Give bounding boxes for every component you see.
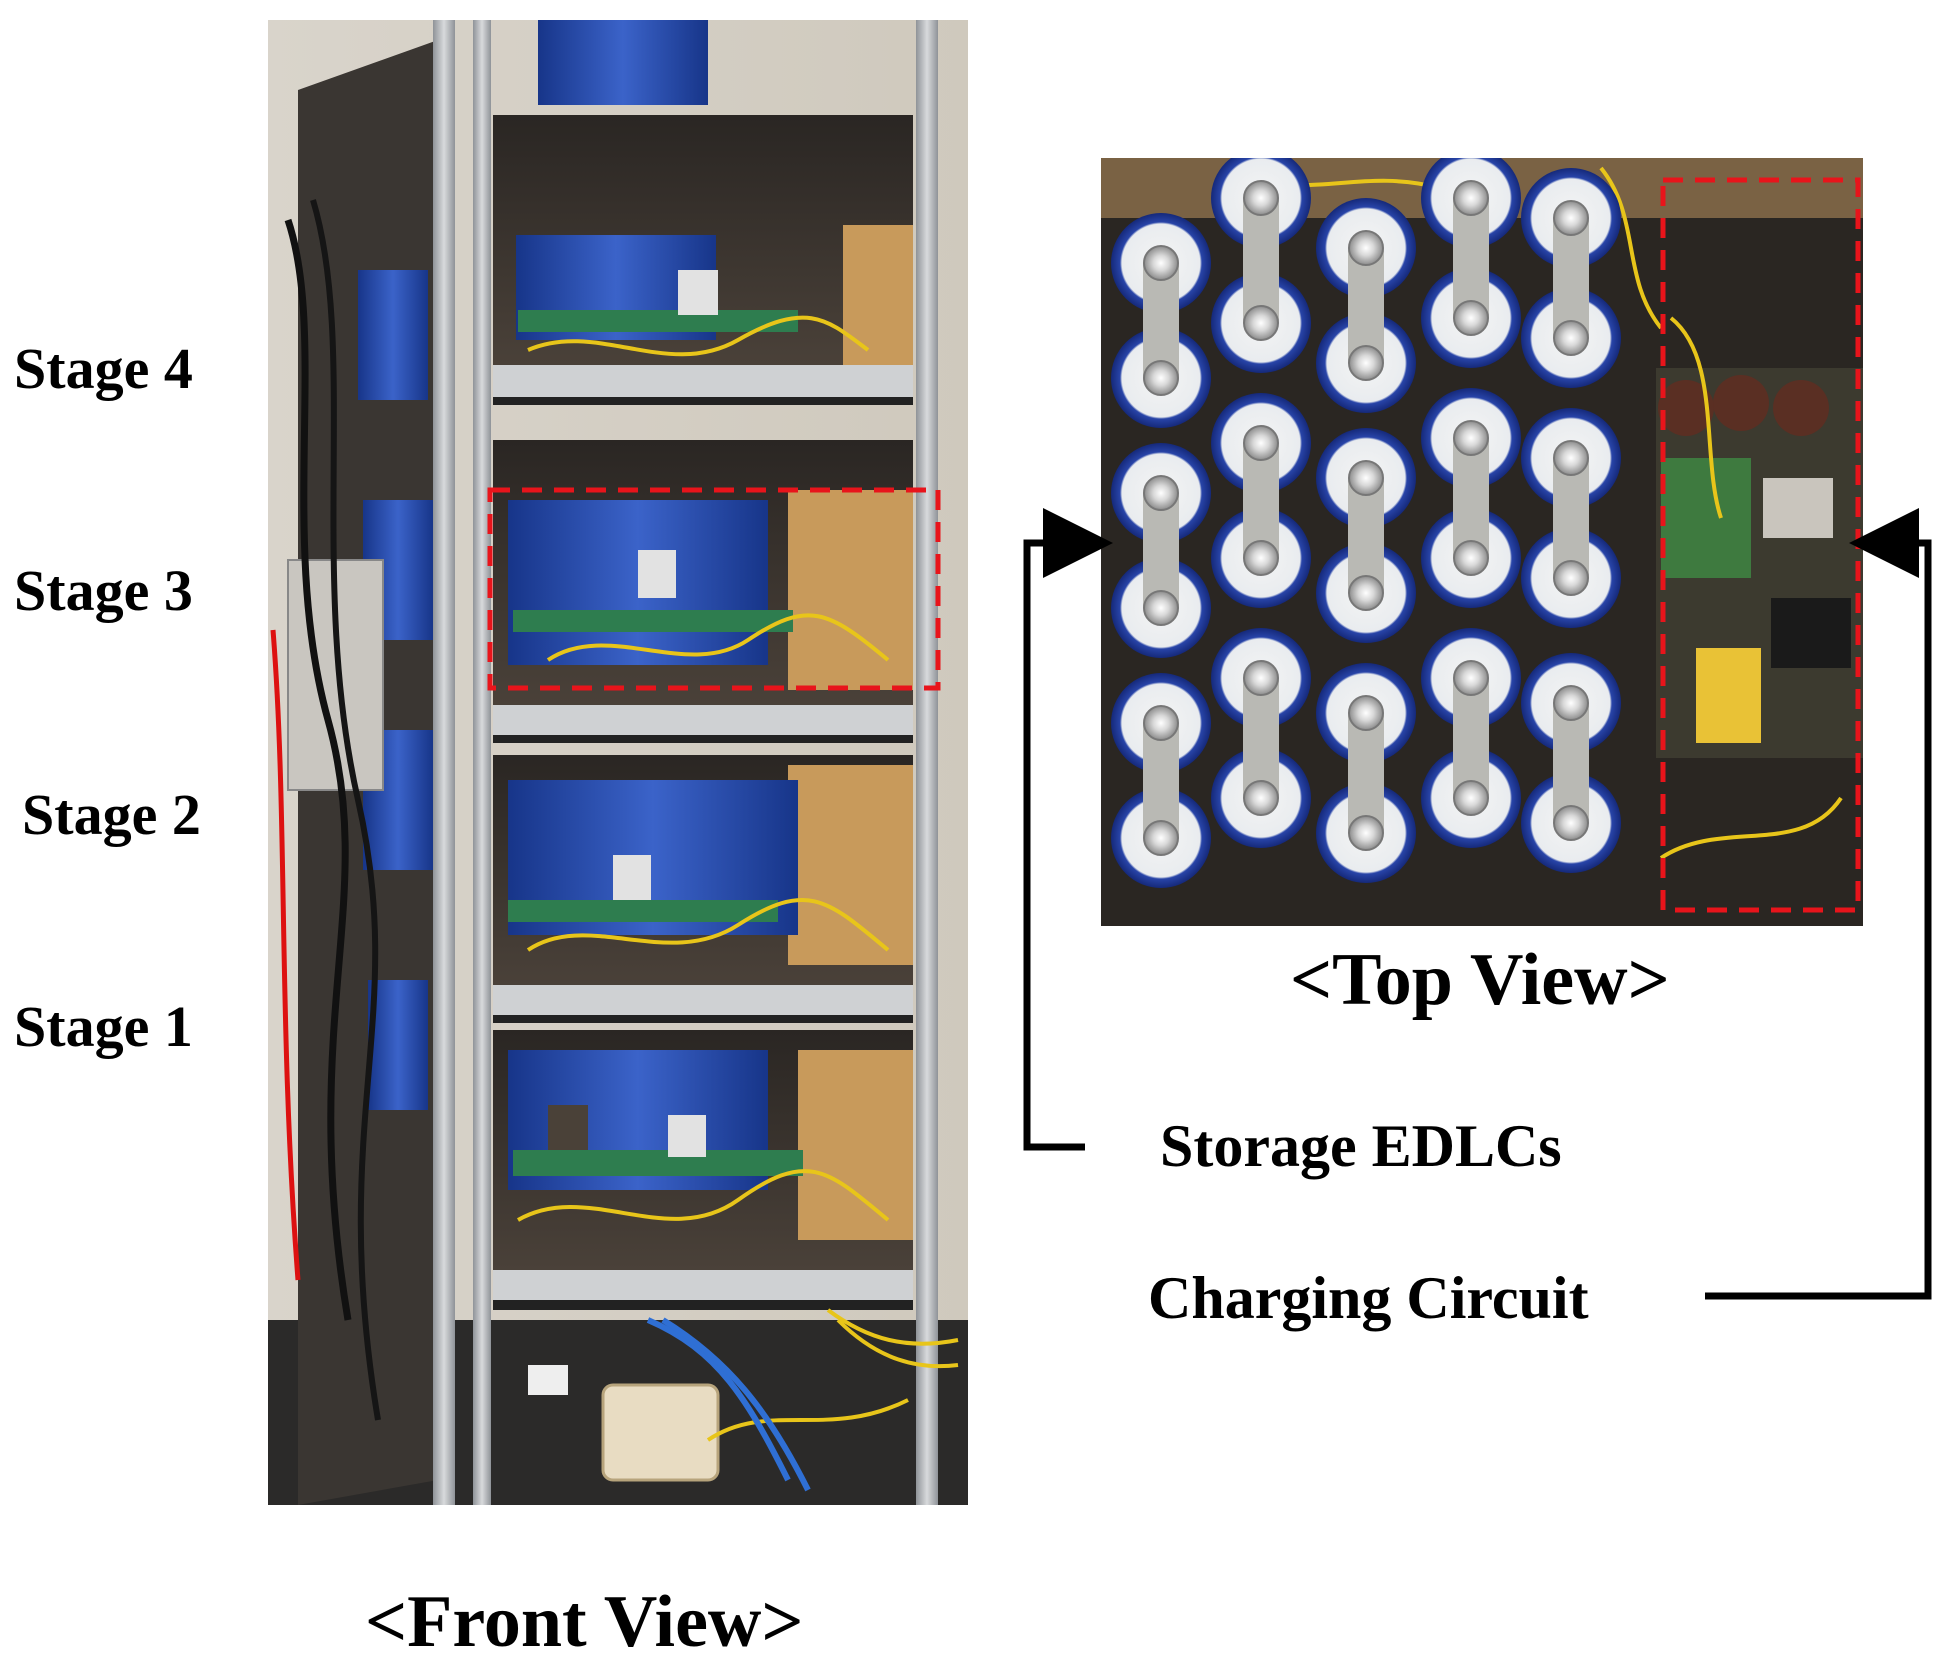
busbar-link [1143,493,1179,608]
busbar-link [1143,723,1179,838]
front-view-caption: <Front View> [365,1581,804,1663]
terminal-nut [1143,820,1179,856]
busbar-link [1143,263,1179,378]
terminal-nut [1348,815,1384,851]
terminal-nut [1453,780,1489,816]
charging-circuit-label: Charging Circuit [1148,1265,1589,1331]
edlc-capacitor-group [1111,158,1621,888]
terminal-nut [1243,540,1279,576]
terminal-nut [1143,245,1179,281]
terminal-nut [1243,780,1279,816]
terminal-nut [1348,460,1384,496]
terminal-nut [1243,660,1279,696]
terminal-nut [1553,685,1589,721]
shelf-bays [493,115,913,1482]
busbar-link [1453,198,1489,318]
busbar-link [1453,438,1489,558]
terminal-nut [1453,420,1489,456]
top-capacitor-array-illustration [1101,158,1863,926]
terminal-nut [1553,440,1589,476]
terminal-nut [1143,590,1179,626]
busbar-link [1553,458,1589,578]
terminal-nut [1453,180,1489,216]
front-view-photo [268,20,968,1505]
top-view-caption: <Top View> [1290,939,1670,1021]
storage-edlcs-arrow [1023,508,1113,1151]
stage-2-label: Stage 2 [22,782,201,847]
terminal-nut [1348,230,1384,266]
busbar-link [1348,478,1384,593]
busbar-link [1553,703,1589,823]
stage-3-label: Stage 3 [14,558,193,623]
busbar-link [1453,678,1489,798]
terminal-nut [1143,360,1179,396]
terminal-nut [1243,305,1279,341]
terminal-nut [1348,345,1384,381]
stage-4-label: Stage 4 [14,336,193,401]
stage-1-label: Stage 1 [14,994,193,1059]
terminal-nut [1553,320,1589,356]
terminal-nut [1453,660,1489,696]
terminal-nut [1143,705,1179,741]
terminal-nut [1553,560,1589,596]
terminal-nut [1453,540,1489,576]
terminal-nut [1348,695,1384,731]
terminal-nut [1348,575,1384,611]
front-rack-illustration [268,20,968,1505]
busbar-link [1348,248,1384,363]
terminal-nut [1553,805,1589,841]
storage-edlcs-label: Storage EDLCs [1160,1113,1562,1179]
terminal-nut [1243,180,1279,216]
terminal-nut [1243,425,1279,461]
busbar-link [1348,713,1384,833]
top-view-photo [1101,158,1863,926]
terminal-nut [1553,200,1589,236]
busbar-link [1243,678,1279,798]
terminal-nut [1453,300,1489,336]
stage-3-highlight-box [487,487,941,691]
busbar-link [1243,198,1279,323]
terminal-nut [1143,475,1179,511]
busbar-link [1553,218,1589,338]
busbar-link [1243,443,1279,558]
